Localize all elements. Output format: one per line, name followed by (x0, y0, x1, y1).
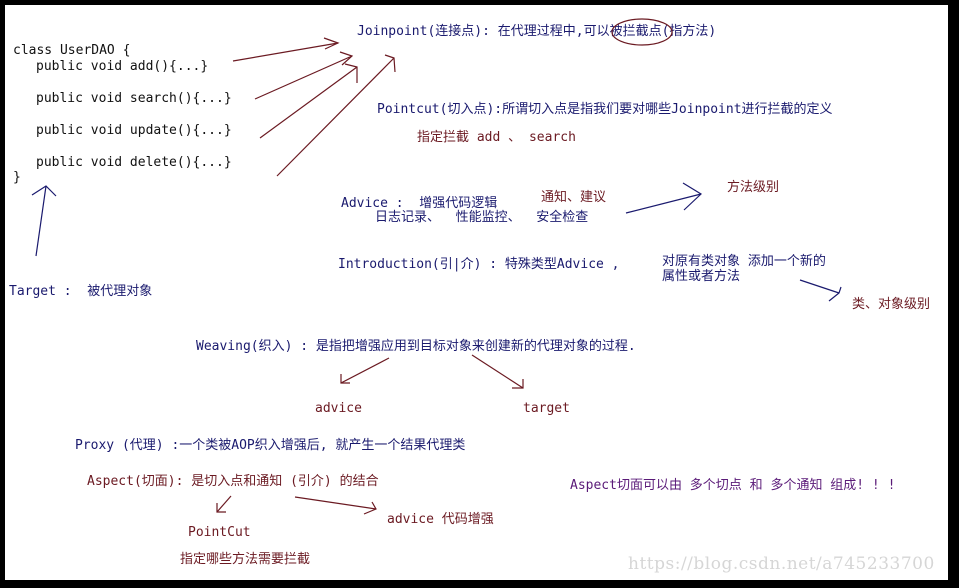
aspect-summary: Aspect切面可以由 多个切点 和 多个通知 组成! ! ! (570, 478, 896, 493)
aspect-branch-pointcut: PointCut (188, 525, 251, 540)
code-class-line: class UserDAO { (13, 43, 131, 58)
weaving-label: Weaving(织入) : (196, 339, 309, 354)
proxy-definition: Proxy (代理) :一个类被AOP织入增强后, 就产生一个结果代理类 (75, 438, 465, 453)
target-desc: 被代理对象 (87, 284, 153, 299)
pointcut-example: 指定拦截 add 、 search (417, 130, 576, 145)
aspect-definition: Aspect(切面): 是切入点和通知 (引介) 的结合 (87, 474, 379, 489)
introduction-detail-1: 对原有类对象 添加一个新的 (662, 254, 826, 269)
advice-examples: 日志记录、 性能监控、 安全检查 (375, 210, 589, 225)
weaving-branch-target: target (523, 401, 570, 416)
introduction-desc: 特殊类型Advice , (504, 257, 620, 272)
pointcut-label: Pointcut(切入点): (377, 102, 503, 117)
introduction-level: 类、对象级别 (852, 297, 931, 312)
target-definition: Target : 被代理对象 (9, 284, 152, 299)
joinpoint-label: Joinpoint(连接点): (357, 24, 490, 39)
pointcut-desc: 所谓切入点是指我们要对哪些Joinpoint进行拦截的定义 (502, 102, 833, 117)
pointcut-definition: Pointcut(切入点):所谓切入点是指我们要对哪些Joinpoint进行拦截… (377, 102, 833, 117)
proxy-desc: 一个类被AOP织入增强后, 就产生一个结果代理类 (179, 438, 466, 453)
weaving-definition: Weaving(织入) : 是指把增强应用到目标对象来创建新的代理对象的过程. (196, 339, 636, 354)
introduction-definition: Introduction(引|介) : 特殊类型Advice , (338, 257, 620, 272)
introduction-detail-2: 属性或者方法 (662, 269, 741, 284)
proxy-label: Proxy (代理) : (75, 438, 180, 453)
joinpoint-desc-end: 被拦截点(指方法) (609, 24, 717, 39)
target-label: Target : (9, 284, 72, 299)
code-method-update: public void update(){...} (36, 123, 232, 138)
code-method-delete: public void delete(){...} (36, 155, 232, 170)
aspect-branch-advice: advice 代码增强 (387, 512, 494, 527)
joinpoint-definition: Joinpoint(连接点): 在代理过程中,可以被拦截点(指方法) (357, 24, 716, 39)
watermark: https://blog.csdn.net/a745233700 (628, 554, 935, 574)
advice-desc: 增强代码逻辑 (419, 196, 498, 211)
advice-definition: Advice : 增强代码逻辑 (341, 196, 497, 211)
diagram-canvas: class UserDAO { public void add(){...} p… (5, 5, 948, 580)
introduction-label: Introduction(引|介) : (338, 257, 498, 272)
advice-level: 方法级别 (727, 180, 780, 195)
aspect-pointcut-desc: 指定哪些方法需要拦截 (180, 552, 311, 567)
weaving-desc: 是指把增强应用到目标对象来创建新的代理对象的过程. (315, 339, 636, 354)
aspect-label: Aspect(切面): (87, 474, 184, 489)
joinpoint-desc: 在代理过程中, (489, 24, 584, 39)
code-method-search: public void search(){...} (36, 91, 232, 106)
weaving-branch-advice: advice (315, 401, 362, 416)
joinpoint-circled-text: 可以 (583, 24, 610, 39)
aspect-desc: 是切入点和通知 (引介) 的结合 (191, 474, 379, 489)
advice-label: Advice : (341, 196, 404, 211)
advice-alias: 通知、建议 (541, 190, 607, 205)
code-close-brace: } (13, 170, 21, 185)
code-method-add: public void add(){...} (36, 59, 209, 74)
